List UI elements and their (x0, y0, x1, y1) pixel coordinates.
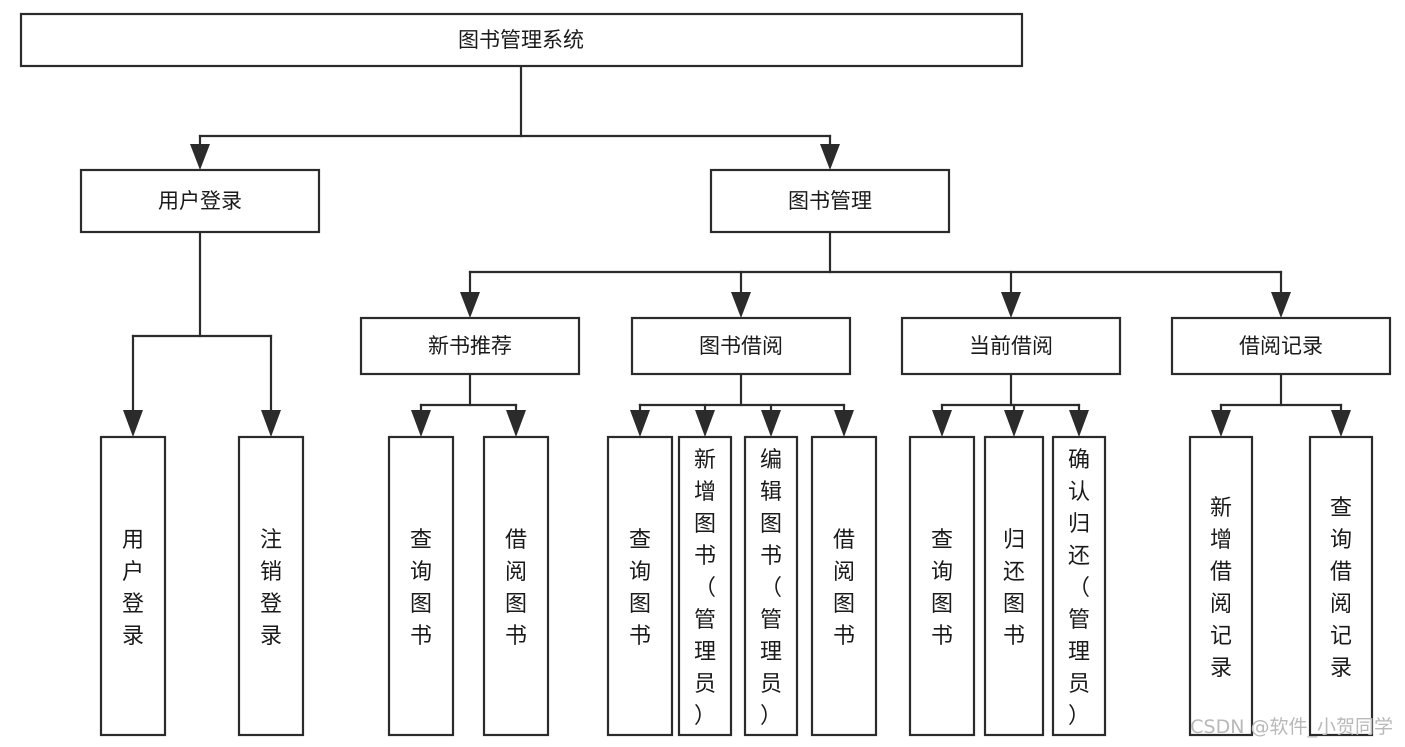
node-new-book-recommend-label: 新书推荐 (428, 334, 512, 358)
node-root[interactable]: 图书管理系统 (19, 12, 1024, 68)
leaf-node-layer: 用户登录 注销登录 查询图书 借阅图书 查询图书 新增图书（管理员） 编辑图书（… (99, 435, 1374, 737)
node-book-borrow-box[interactable] (630, 316, 852, 376)
arrowhead-leaf-query-book-current (932, 410, 952, 437)
leaf-node-borrow-book[interactable]: 借阅图书 (810, 435, 878, 737)
leaf-node-user-login-label: 用户登录 (122, 528, 144, 649)
leaf-node-query-book-current[interactable]: 查询图书 (908, 435, 976, 737)
leaf-node-return-book[interactable]: 归还图书 (983, 435, 1045, 737)
leaf-node-add-book-admin-box[interactable] (677, 435, 733, 737)
leaf-node-borrow-book-label: 借阅图书 (833, 528, 855, 649)
node-user-login[interactable]: 用户登录 (79, 168, 321, 234)
node-user-login-box[interactable] (79, 168, 321, 234)
node-root-box[interactable] (19, 12, 1024, 68)
arrowhead-leaf-user-logout (261, 410, 281, 437)
leaf-node-query-book-current-label: 查询图书 (931, 528, 953, 649)
node-borrow-record[interactable]: 借阅记录 (1170, 316, 1392, 376)
leaf-node-user-logout-label: 注销登录 (260, 528, 282, 649)
arrowhead-current-borrow (1001, 292, 1021, 318)
leaf-node-user-logout-box[interactable] (237, 435, 305, 737)
leaf-node-query-borrow-record-label: 查询借阅记录 (1330, 496, 1352, 681)
leaf-node-user-login[interactable]: 用户登录 (99, 435, 167, 737)
arrowhead-leaf-borrow-book-recommend (506, 410, 526, 437)
arrowhead-borrow-record (1271, 292, 1291, 318)
arrowhead-leaf-query-book-recommend (411, 410, 431, 437)
arrowhead-leaf-edit-book-admin (761, 410, 781, 437)
leaf-node-query-borrow-record-box[interactable] (1308, 435, 1374, 737)
leaf-node-query-book-current-box[interactable] (908, 435, 976, 737)
node-book-management[interactable]: 图书管理 (709, 168, 951, 234)
leaf-node-query-book-recommend-box[interactable] (387, 435, 455, 737)
arrowhead-leaf-user-login (123, 410, 143, 437)
leaf-node-confirm-return-admin[interactable]: 确认归还（管理员） (1051, 435, 1107, 737)
leaf-node-user-logout[interactable]: 注销登录 (237, 435, 305, 737)
leaf-node-borrow-book-box[interactable] (810, 435, 878, 737)
arrowhead-leaf-return-book (1004, 410, 1024, 437)
leaf-node-query-book-recommend-label: 查询图书 (410, 528, 432, 649)
node-current-borrow[interactable]: 当前借阅 (900, 316, 1122, 376)
node-user-login-label: 用户登录 (158, 189, 242, 213)
node-current-borrow-box[interactable] (900, 316, 1122, 376)
node-book-borrow-label: 图书借阅 (699, 334, 783, 358)
arrowhead-book-management (820, 144, 840, 170)
leaf-node-edit-book-admin-label: 编辑图书（管理员） (760, 448, 782, 729)
leaf-node-return-book-box[interactable] (983, 435, 1045, 737)
leaf-node-confirm-return-admin-box[interactable] (1051, 435, 1107, 737)
leaf-node-add-borrow-record-label: 新增借阅记录 (1210, 496, 1232, 681)
node-borrow-record-label: 借阅记录 (1239, 334, 1323, 358)
leaf-node-confirm-return-admin-label: 确认归还（管理员） (1068, 448, 1090, 729)
arrowhead-book-borrow (731, 292, 751, 318)
leaf-node-borrow-book-recommend[interactable]: 借阅图书 (482, 435, 550, 737)
node-book-borrow[interactable]: 图书借阅 (630, 316, 852, 376)
arrowhead-user-login (190, 144, 210, 170)
leaf-node-edit-book-admin[interactable]: 编辑图书（管理员） (743, 435, 799, 737)
leaf-node-borrow-book-recommend-box[interactable] (482, 435, 550, 737)
node-current-borrow-label: 当前借阅 (969, 334, 1053, 358)
node-new-book-recommend-box[interactable] (359, 316, 581, 376)
node-borrow-record-box[interactable] (1170, 316, 1392, 376)
arrowhead-leaf-confirm-return-admin (1069, 410, 1089, 437)
leaf-node-user-login-box[interactable] (99, 435, 167, 737)
leaf-node-borrow-book-recommend-label: 借阅图书 (505, 528, 527, 649)
leaf-node-add-book-admin[interactable]: 新增图书（管理员） (677, 435, 733, 737)
node-new-book-recommend[interactable]: 新书推荐 (359, 316, 581, 376)
leaf-node-query-borrow-record[interactable]: 查询借阅记录 (1308, 435, 1374, 737)
leaf-node-query-book-borrow-label: 查询图书 (629, 528, 651, 649)
leaf-node-add-book-admin-label: 新增图书（管理员） (694, 448, 716, 729)
leaf-node-query-book-borrow-box[interactable] (606, 435, 674, 737)
arrowhead-new-book-recommend (460, 292, 480, 318)
connector-layer (123, 64, 1351, 437)
arrowhead-leaf-query-book-borrow (630, 410, 650, 437)
leaf-node-return-book-label: 归还图书 (1003, 528, 1025, 649)
arrowhead-leaf-borrow-book (834, 410, 854, 437)
leaf-node-add-borrow-record-box[interactable] (1188, 435, 1254, 737)
node-root-label: 图书管理系统 (458, 28, 584, 52)
leaf-node-add-borrow-record[interactable]: 新增借阅记录 (1188, 435, 1254, 737)
node-book-management-box[interactable] (709, 168, 951, 234)
node-book-management-label: 图书管理 (788, 189, 872, 213)
arrowhead-leaf-add-book-admin (695, 410, 715, 437)
leaf-node-query-book-borrow[interactable]: 查询图书 (606, 435, 674, 737)
leaf-node-edit-book-admin-box[interactable] (743, 435, 799, 737)
leaf-node-query-book-recommend[interactable]: 查询图书 (387, 435, 455, 737)
csdn-watermark: CSDN @软件_小贺同学 (1190, 716, 1393, 738)
arrowhead-leaf-query-borrow-record (1331, 410, 1351, 437)
arrowhead-leaf-add-borrow-record (1211, 410, 1231, 437)
